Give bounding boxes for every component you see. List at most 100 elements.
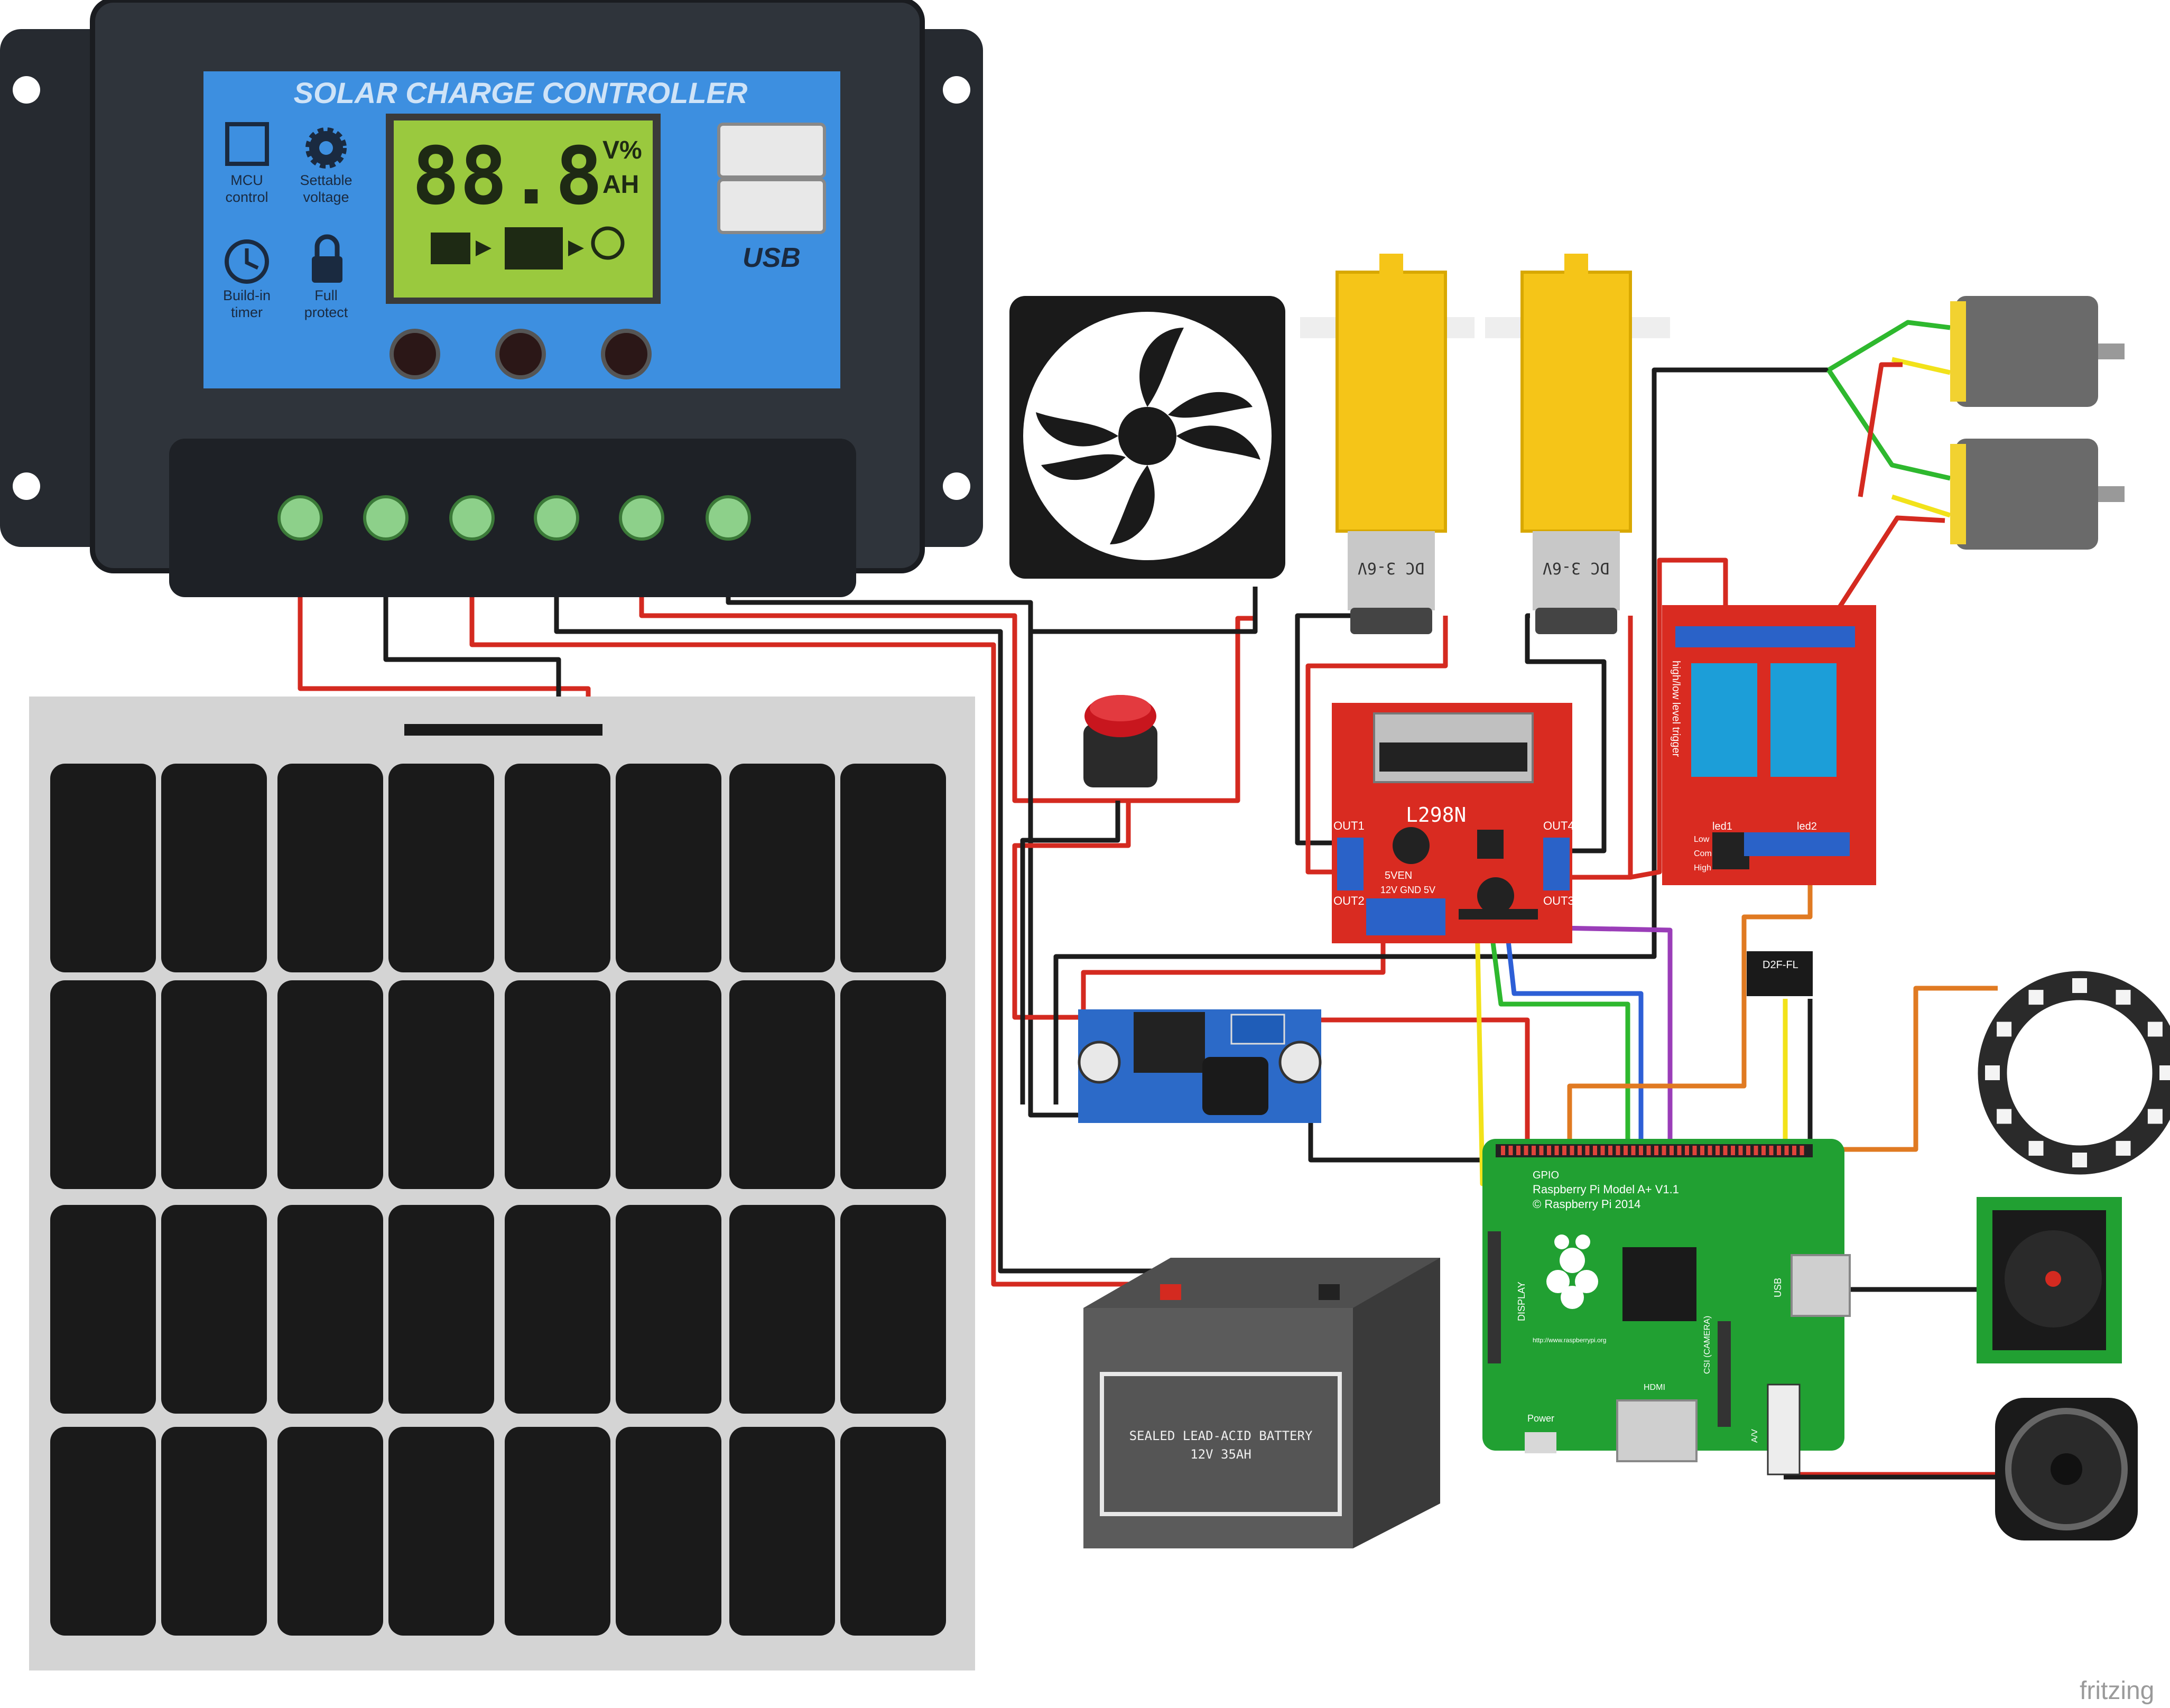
- solar-cell: [388, 764, 494, 972]
- gpio-pin: [1578, 1146, 1582, 1155]
- pi-hdmi-port[interactable]: [1616, 1399, 1698, 1462]
- cooling-fan: [1009, 296, 1285, 579]
- motor-gearbox-left: [1336, 271, 1447, 533]
- wire-gpio-green: [1488, 922, 1630, 1147]
- gpio-pin: [1616, 1146, 1620, 1155]
- buck-capacitor-out: [1278, 1041, 1322, 1084]
- wire-relay-to-motor-red: [1630, 558, 1728, 880]
- out4-terminal[interactable]: [1543, 838, 1570, 890]
- terminal-4[interactable]: [534, 495, 579, 541]
- wire-motor1-b: [1305, 616, 1448, 875]
- relay-terminal-top[interactable]: [1675, 626, 1855, 647]
- solar-cell: [616, 764, 721, 972]
- gpio-pin: [1639, 1146, 1643, 1155]
- wire-motor2-a: [1525, 613, 1607, 853]
- gpio-pin: [1754, 1146, 1758, 1155]
- regulator-chip: [1477, 830, 1504, 859]
- clock-icon: [225, 239, 269, 284]
- power-push-button[interactable]: [1083, 695, 1157, 787]
- feature-label-1: MCU: [230, 172, 263, 188]
- gpio-pin: [1646, 1146, 1651, 1155]
- gear-motor-left: DC 3-6V: [1300, 254, 1475, 634]
- solar-cell: [50, 764, 156, 972]
- lcd-unit-bottom: AH: [602, 171, 639, 199]
- raspberry-pi-board: GPIO Raspberry Pi Model A+ V1.1 © Raspbe…: [1482, 1139, 1851, 1475]
- fan-blades-icon: [1036, 328, 1260, 544]
- lead-acid-battery: SEALED LEAD-ACID BATTERY 12V 35AH: [1083, 1258, 1440, 1548]
- fritzing-watermark: fritzing: [2080, 1677, 2154, 1705]
- l298n-chip-label: L298N: [1406, 803, 1466, 827]
- battery-terminal-positive[interactable]: [1160, 1284, 1181, 1300]
- solar-cell: [616, 1427, 721, 1636]
- gpio-pin: [1600, 1146, 1605, 1155]
- gpio-pin: [1516, 1146, 1520, 1155]
- led-pixel: [2072, 978, 2087, 993]
- dc-motor-bottom-shaft: [2098, 486, 2125, 502]
- feature-timer: Build-in timer: [223, 239, 271, 320]
- mount-hole-tl: [13, 76, 40, 104]
- dc-motor-bottom-body: [1955, 439, 2098, 550]
- dc-motor-top-cap: [1950, 301, 1966, 402]
- wire-gpio-blue: [1504, 922, 1644, 1147]
- feature-sublabel-4: protect: [304, 304, 348, 320]
- terminal-3[interactable]: [449, 495, 495, 541]
- gpio-pin: [1570, 1146, 1574, 1155]
- relay-pin-header[interactable]: [1712, 832, 1749, 869]
- control-pin-header[interactable]: [1459, 909, 1538, 920]
- gpio-pin: [1784, 1146, 1789, 1155]
- arrow-icon-1: [476, 240, 492, 256]
- motor-shaft-right: [1564, 254, 1588, 275]
- solar-panel: [29, 697, 975, 1670]
- solar-cell: [50, 1427, 156, 1636]
- pi-usb-port[interactable]: [1791, 1254, 1851, 1317]
- motor-label-left: DC 3-6V: [1358, 559, 1424, 577]
- gpio-pin: [1708, 1146, 1712, 1155]
- gpio-pins: [1501, 1146, 1804, 1155]
- gpio-pin: [1738, 1146, 1743, 1155]
- controller-button-down[interactable]: [601, 329, 652, 379]
- wire-buck-to-driver-ground: [1053, 367, 1829, 1104]
- solar-cell: [505, 764, 610, 972]
- out1-terminal[interactable]: [1337, 838, 1364, 890]
- solar-cell: [616, 980, 721, 1189]
- wire-speaker-red: [1784, 1461, 2000, 1477]
- terminal-1[interactable]: [277, 495, 323, 541]
- terminal-5[interactable]: [619, 495, 664, 541]
- solar-cell: [729, 1205, 835, 1414]
- limit-switch: D2F-FL: [1747, 951, 1813, 996]
- controller-button-menu[interactable]: [390, 329, 440, 379]
- wire-relay-to-motor-a: [1837, 515, 1945, 609]
- feature-voltage: Settable voltage: [300, 127, 353, 205]
- pi-camera-label: CSI (CAMERA): [1703, 1316, 1712, 1374]
- gpio-pin: [1539, 1146, 1544, 1155]
- controller-button-up[interactable]: [495, 329, 546, 379]
- solar-cell: [840, 1427, 946, 1636]
- out1-label: OUT1: [1333, 819, 1365, 832]
- power-terminal[interactable]: [1366, 898, 1445, 935]
- dc-motor-bottom-cap: [1950, 444, 1966, 544]
- pi-power-port[interactable]: [1525, 1432, 1556, 1453]
- led-pixel: [2116, 990, 2131, 1005]
- wire-relay-signal-orange: [1567, 867, 1813, 1147]
- arrow-icon-2: [568, 240, 584, 256]
- clock-hands: [245, 248, 259, 270]
- terminal-2[interactable]: [363, 495, 409, 541]
- pi-av-jack[interactable]: [1767, 1384, 1801, 1475]
- solar-panel-lcd-icon: [431, 233, 470, 264]
- solar-cell: [277, 1205, 383, 1414]
- terminal-6[interactable]: [706, 495, 751, 541]
- battery-terminal-negative[interactable]: [1319, 1284, 1340, 1300]
- dc-motor-top-shaft: [2098, 344, 2125, 359]
- l298n-motor-driver: L298N OUT1 OUT2 OUT3 OUT4 5VEN 12V GND 5…: [1332, 703, 1574, 943]
- gpio-pin: [1654, 1146, 1658, 1155]
- led-ring: [1978, 971, 2170, 1175]
- feature-sublabel-3: timer: [231, 304, 263, 320]
- wire-motor-yellow-2: [1891, 494, 1951, 518]
- limit-switch-body[interactable]: [1747, 951, 1813, 996]
- gpio-pin: [1700, 1146, 1704, 1155]
- motor-can-right: [1533, 531, 1620, 610]
- buck-potentiometer-icon[interactable]: [1230, 1014, 1285, 1045]
- relay-terminal-bottom[interactable]: [1744, 832, 1850, 856]
- relay-led1-label: led1: [1712, 821, 1732, 832]
- relay-led2-label: led2: [1797, 821, 1817, 832]
